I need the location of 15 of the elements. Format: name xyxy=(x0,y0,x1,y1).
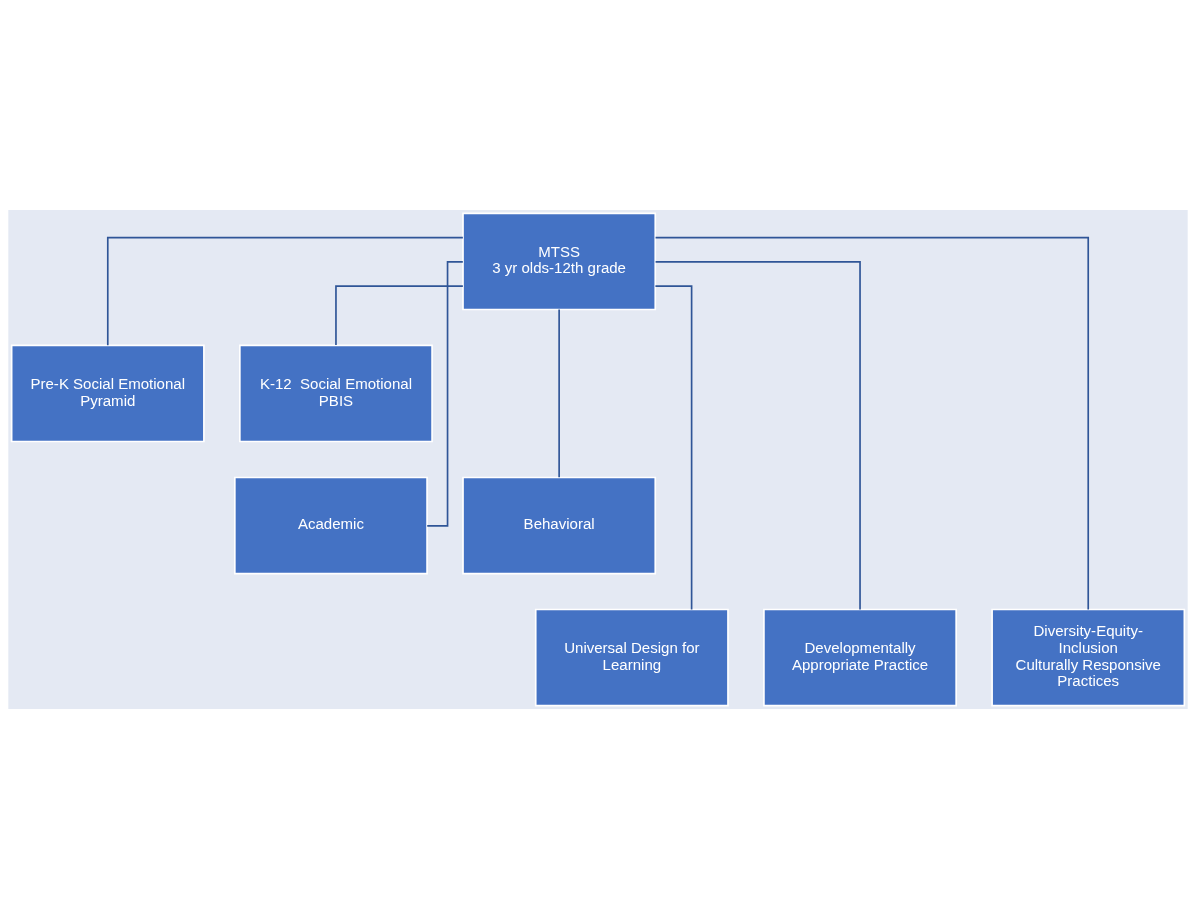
connector xyxy=(335,285,464,346)
connector xyxy=(558,308,560,479)
node-box: Academic xyxy=(234,476,428,575)
node-box: MTSS 3 yr olds-12th grade xyxy=(462,212,657,311)
node-box: Diversity-Equity-Inclusion Culturally Responsive Practices xyxy=(991,608,1186,707)
connector xyxy=(654,261,861,611)
connector xyxy=(654,236,1090,611)
node-box: Behavioral xyxy=(462,476,657,575)
connector xyxy=(426,261,464,527)
node-box: K-12 Social Emotional PBIS xyxy=(239,344,433,443)
node-box: Developmentally Appropriate Practice xyxy=(763,608,957,707)
node-box: Pre-K Social Emotional Pyramid xyxy=(10,344,205,443)
connector xyxy=(654,285,693,611)
connector xyxy=(106,236,464,347)
node-box: Universal Design for Learning xyxy=(534,608,729,707)
